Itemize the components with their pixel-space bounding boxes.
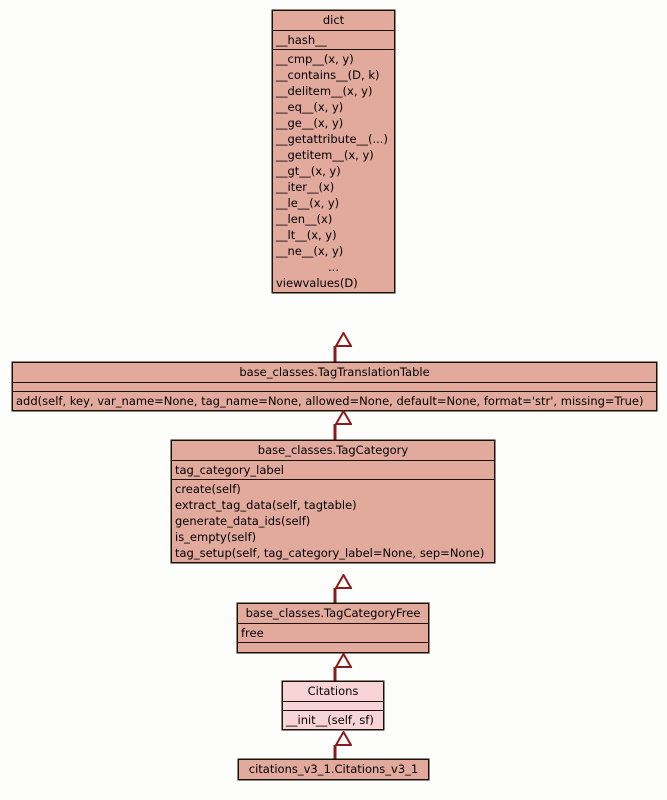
arrow-stem bbox=[333, 424, 337, 440]
generalization-arrow-tagcategoryfree-to-tagcategory bbox=[317, 574, 353, 604]
class-operations-citations: __init__(self, sf) bbox=[283, 711, 383, 729]
attribute-row: free bbox=[241, 626, 264, 640]
operation-row: __getitem__(x, y) bbox=[276, 148, 374, 162]
operation-row: tag_setup(self, tag_category_label=None,… bbox=[175, 546, 485, 560]
class-title-dict: dict bbox=[273, 11, 394, 31]
class-attributes-citations bbox=[283, 702, 383, 711]
operation-row-ellipsis: ... bbox=[328, 260, 339, 274]
class-box-citationsv31[interactable]: citations_v3_1.Citations_v3_1 bbox=[238, 759, 429, 780]
generalization-arrow-citations-to-tagcategoryfree bbox=[317, 653, 353, 681]
operation-row: __lt__(x, y) bbox=[276, 228, 337, 242]
operation-row: __getattribute__(...) bbox=[276, 132, 388, 146]
class-operations-tagcategory: create(self) extract_tag_data(self, tagt… bbox=[172, 480, 494, 562]
attribute-row: tag_category_label bbox=[175, 463, 284, 477]
operation-row: __cmp__(x, y) bbox=[276, 52, 354, 66]
operation-row: __init__(self, sf) bbox=[286, 713, 374, 727]
operation-row: __gt__(x, y) bbox=[276, 164, 341, 178]
operation-row: __delitem__(x, y) bbox=[276, 84, 373, 98]
operation-row: add(self, key, var_name=None, tag_name=N… bbox=[16, 394, 644, 408]
class-operations-dict: __cmp__(x, y) __contains__(D, k) __delit… bbox=[273, 50, 394, 292]
class-attributes-dict: __hash__ bbox=[273, 31, 394, 50]
arrow-stem bbox=[333, 667, 337, 681]
operation-row: __ne__(x, y) bbox=[276, 244, 344, 258]
class-attributes-tagcategory: tag_category_label bbox=[172, 461, 494, 480]
class-attributes-tagtranslationtable bbox=[13, 383, 656, 392]
operation-row: is_empty(self) bbox=[175, 530, 257, 544]
class-box-tagtranslationtable[interactable]: base_classes.TagTranslationTable add(sel… bbox=[12, 362, 657, 411]
generalization-arrow-tagtranslationtable-to-dict bbox=[317, 332, 353, 362]
class-operations-tagcategoryfree bbox=[238, 643, 428, 652]
class-box-citations[interactable]: Citations __init__(self, sf) bbox=[282, 681, 384, 730]
arrow-stem bbox=[333, 346, 337, 362]
generalization-arrow-citationsv31-to-citations bbox=[317, 731, 353, 759]
class-box-tagcategoryfree[interactable]: base_classes.TagCategoryFree free bbox=[237, 603, 429, 653]
operation-row: generate_data_ids(self) bbox=[175, 514, 311, 528]
operation-row: __len__(x) bbox=[276, 212, 333, 226]
operation-row: viewvalues(D) bbox=[276, 276, 358, 290]
class-operations-tagtranslationtable: add(self, key, var_name=None, tag_name=N… bbox=[13, 392, 656, 410]
class-box-dict[interactable]: dict __hash__ __cmp__(x, y) __contains__… bbox=[272, 10, 395, 293]
class-title-tagcategory: base_classes.TagCategory bbox=[172, 441, 494, 461]
class-title-citationsv31: citations_v3_1.Citations_v3_1 bbox=[248, 762, 419, 776]
class-title-tagcategoryfree: base_classes.TagCategoryFree bbox=[238, 604, 428, 624]
operation-row: __eq__(x, y) bbox=[276, 100, 344, 114]
operation-row: __le__(x, y) bbox=[276, 196, 340, 210]
class-box-tagcategory[interactable]: base_classes.TagCategory tag_category_la… bbox=[171, 440, 495, 563]
operation-row: create(self) bbox=[175, 482, 241, 496]
class-title-citations: Citations bbox=[283, 682, 383, 702]
operation-row: __contains__(D, k) bbox=[276, 68, 380, 82]
class-attributes-tagcategoryfree: free bbox=[238, 624, 428, 643]
operation-row: __ge__(x, y) bbox=[276, 116, 344, 130]
operation-row: __iter__(x) bbox=[276, 180, 335, 194]
attribute-row: __hash__ bbox=[276, 33, 327, 47]
arrow-stem bbox=[333, 745, 337, 759]
arrow-stem bbox=[333, 588, 337, 604]
class-title-tagtranslationtable: base_classes.TagTranslationTable bbox=[13, 363, 656, 383]
operation-row: extract_tag_data(self, tagtable) bbox=[175, 498, 357, 512]
generalization-arrow-tagcategory-to-tagtranslationtable bbox=[317, 410, 353, 440]
